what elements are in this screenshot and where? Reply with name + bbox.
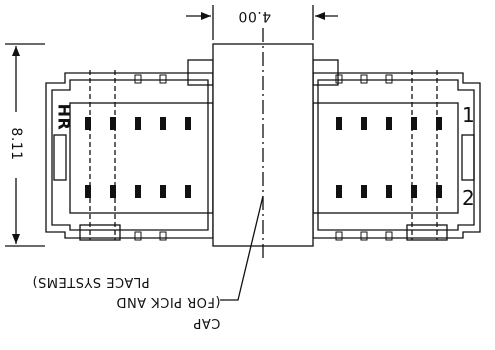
cap-leader-line	[220, 195, 264, 301]
hr-logo: HR	[54, 103, 74, 131]
side-latch-right	[461, 134, 475, 181]
connector-body-right	[312, 72, 481, 239]
height-arrow-bottom	[12, 234, 20, 244]
terminal-tails-bottom	[134, 231, 393, 241]
cavity-left	[69, 102, 214, 214]
end-post-bottom-left	[79, 224, 121, 241]
width-dimension-label: 4.00	[238, 8, 272, 24]
pin-2-marker: 2	[462, 186, 475, 210]
width-arrow-right	[315, 12, 325, 20]
terminal-row-top	[85, 117, 442, 130]
width-arrow-left	[201, 12, 211, 20]
connector-inner-left	[51, 79, 209, 231]
cap-callout-line1: CAP	[193, 315, 221, 330]
side-latch-left	[53, 134, 67, 181]
cap-callout-line2: (FOR PICK AND	[116, 294, 221, 309]
terminal-row-bottom	[85, 185, 442, 198]
height-arrow-top	[12, 46, 20, 56]
terminal-tails-top	[134, 74, 393, 84]
pin-1-marker: 1	[462, 103, 475, 127]
connector-inner-right	[317, 79, 475, 231]
end-post-bottom-right	[406, 224, 448, 241]
cap-callout-line3: PLACE SYSTEMS)	[32, 274, 150, 289]
height-dimension-label: 8.11	[8, 127, 24, 161]
